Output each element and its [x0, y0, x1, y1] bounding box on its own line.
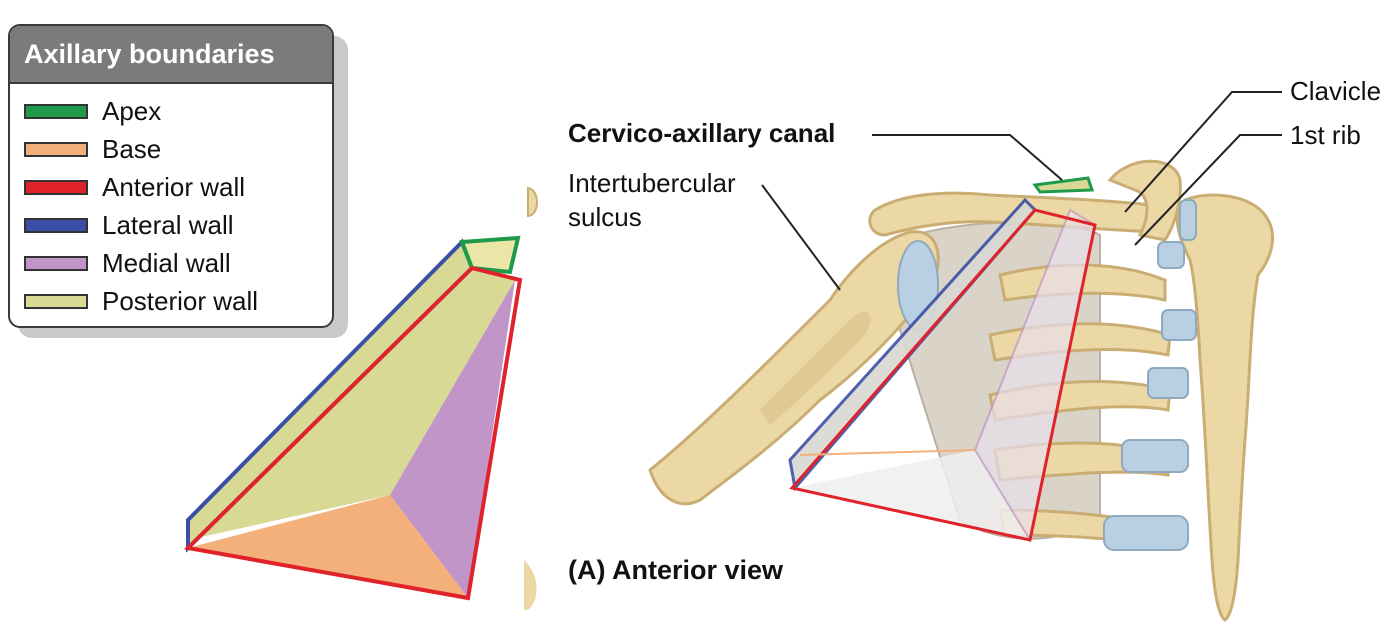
pyramid-anterior-outline: [789, 208, 1097, 542]
legend-item-base: Base: [10, 130, 332, 168]
anterior-wall-outline: [183, 265, 523, 601]
label-anterior-view: (A) Anterior view: [568, 555, 784, 585]
legend-swatch: [24, 179, 88, 195]
legend-item-medial-wall: Medial wall: [10, 244, 332, 282]
cartilage-6: [1103, 515, 1189, 551]
pyramid-base: [792, 450, 1030, 540]
leader-first-rib: [1134, 134, 1282, 246]
leader-lines: [761, 91, 1282, 291]
legend-swatch: [24, 217, 88, 233]
legend-label: Apex: [102, 95, 162, 126]
label-intertubercular: Intertubercular: [568, 168, 736, 198]
pyramid-apex: [1032, 176, 1095, 194]
label-first-rib: 1st rib: [1290, 120, 1361, 150]
first-rib: [1107, 159, 1182, 242]
cartilage-4: [1147, 367, 1189, 399]
legend-item-apex: Apex: [10, 92, 332, 130]
legend-swatch: [24, 103, 88, 119]
bone-sliver-lower: [524, 560, 537, 610]
legend-swatch: [24, 255, 88, 271]
legend-swatch: [24, 141, 88, 157]
label-sulcus: sulcus: [568, 202, 642, 232]
legend-item-posterior-wall: Posterior wall: [10, 282, 332, 320]
label-clavicle: Clavicle: [1290, 76, 1382, 106]
label-cervico-axillary-canal: Cervico-axillary canal: [568, 118, 836, 148]
cartilage-3: [1161, 309, 1197, 341]
legend-swatch: [24, 293, 88, 309]
leader-sulcus: [761, 184, 841, 291]
apex-face: [459, 235, 521, 275]
bone-sliver: [527, 186, 538, 218]
legend-label: Anterior wall: [102, 171, 246, 202]
cartilage-2: [1157, 241, 1185, 269]
legend-item-lateral-wall: Lateral wall: [10, 206, 332, 244]
medial-wall-face: [390, 280, 515, 598]
legend-title: Axillary boundaries: [10, 26, 332, 84]
legend-label: Base: [102, 133, 162, 164]
costal-cartilages: [1103, 199, 1197, 551]
leader-clavicle: [1124, 91, 1282, 213]
sternum-bone: [1175, 193, 1275, 622]
humerus-shadow: [760, 311, 871, 425]
legend-label: Medial wall: [102, 247, 231, 278]
legend-label: Lateral wall: [102, 209, 234, 240]
legend-label: Posterior wall: [102, 285, 259, 316]
cartilage-1: [1179, 199, 1197, 241]
base-rim: [799, 449, 976, 456]
base-face: [188, 495, 468, 598]
cartilage-5: [1121, 439, 1189, 473]
legend-item-anterior-wall: Anterior wall: [10, 168, 332, 206]
leader-canal: [872, 134, 1063, 181]
